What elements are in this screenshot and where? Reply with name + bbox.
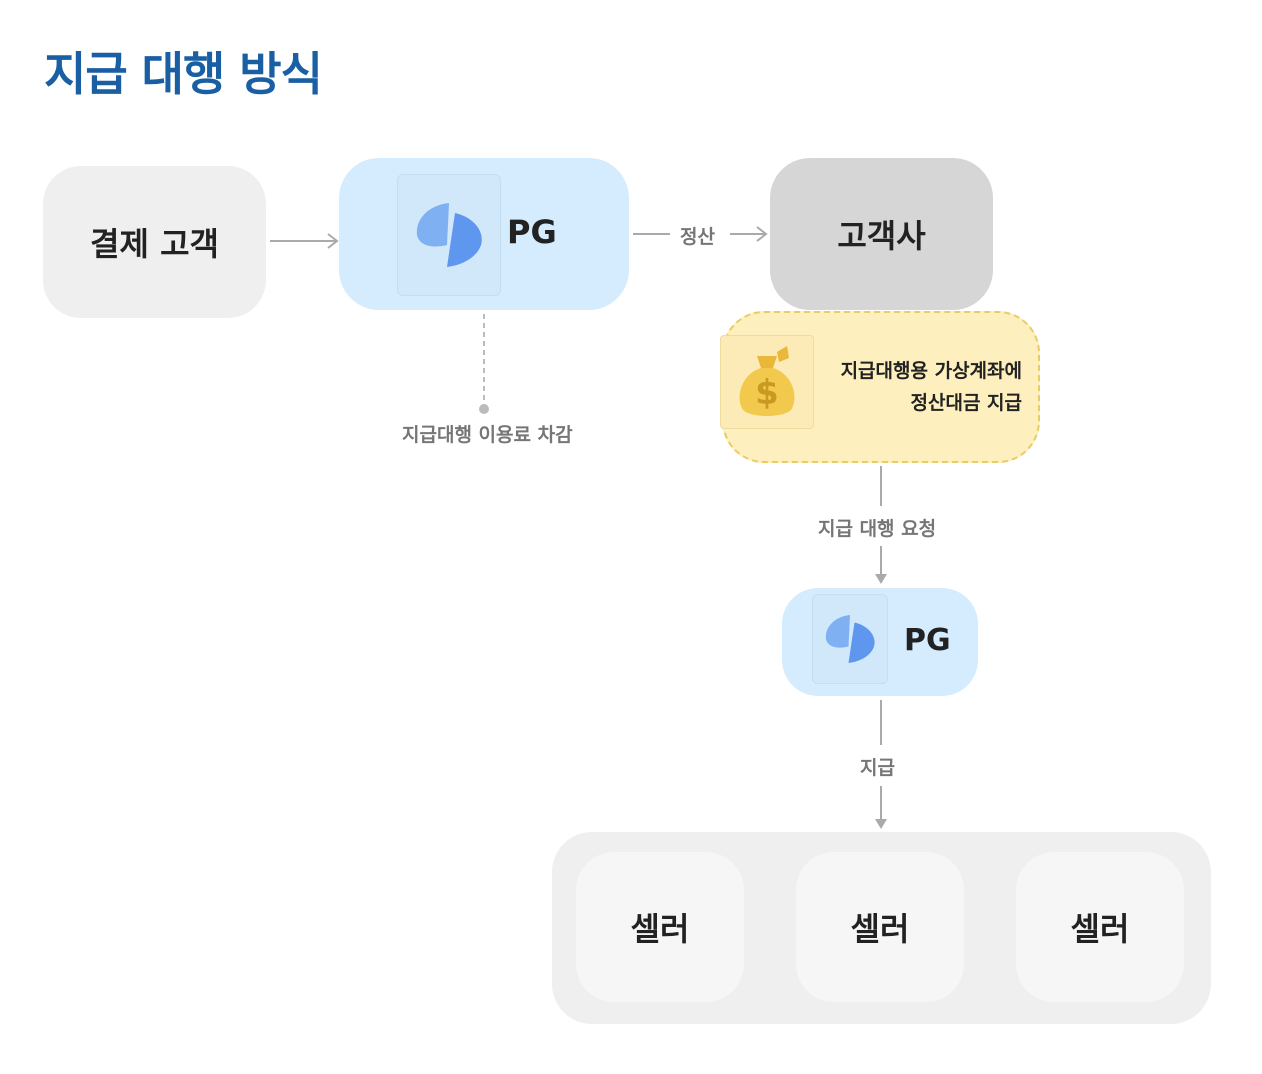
arrow-head-customer-to-pg [327,233,339,249]
request-label: 지급 대행 요청 [814,514,941,541]
seller-label: 셀러 [850,910,910,948]
pg-main-label: PG [507,213,557,251]
arrow-head-pg-to-client [756,226,768,242]
virtual-account-line-2: 정산대금 지급 [910,392,1023,414]
client-label: 고객사 [837,217,926,255]
fee-label: 지급대행 이용료 차감 [398,420,577,447]
virtual-account-node: $ 지급대행용 가상계좌에 정산대금 지급 [720,311,1040,463]
pg-small-label: PG [904,623,951,658]
seller-node: 셀러 [576,852,744,1002]
settlement-label: 정산 [676,222,719,249]
client-node: 고객사 [770,158,993,310]
arrow-head-pay [875,819,887,829]
virtual-account-text: 지급대행용 가상계좌에 정산대금 지급 [841,355,1022,419]
seller-node: 셀러 [796,852,964,1002]
pay-label: 지급 [856,753,899,780]
fee-dot [479,404,489,414]
arrow-head-request [875,574,887,584]
pg-small-node: PG [782,588,978,696]
pg-logo-icon [812,594,888,684]
virtual-account-line-1: 지급대행용 가상계좌에 [840,360,1022,382]
pg-logo-icon [397,174,501,296]
seller-label: 셀러 [1070,910,1130,948]
customer-label: 결제 고객 [90,225,219,263]
seller-node: 셀러 [1016,852,1184,1002]
pg-main-node: PG [339,158,629,310]
seller-label: 셀러 [630,910,690,948]
customer-node: 결제 고객 [43,166,266,318]
money-bag-icon: $ [720,335,814,429]
page-title: 지급 대행 방식 [44,47,323,101]
svg-text:$: $ [755,373,779,413]
